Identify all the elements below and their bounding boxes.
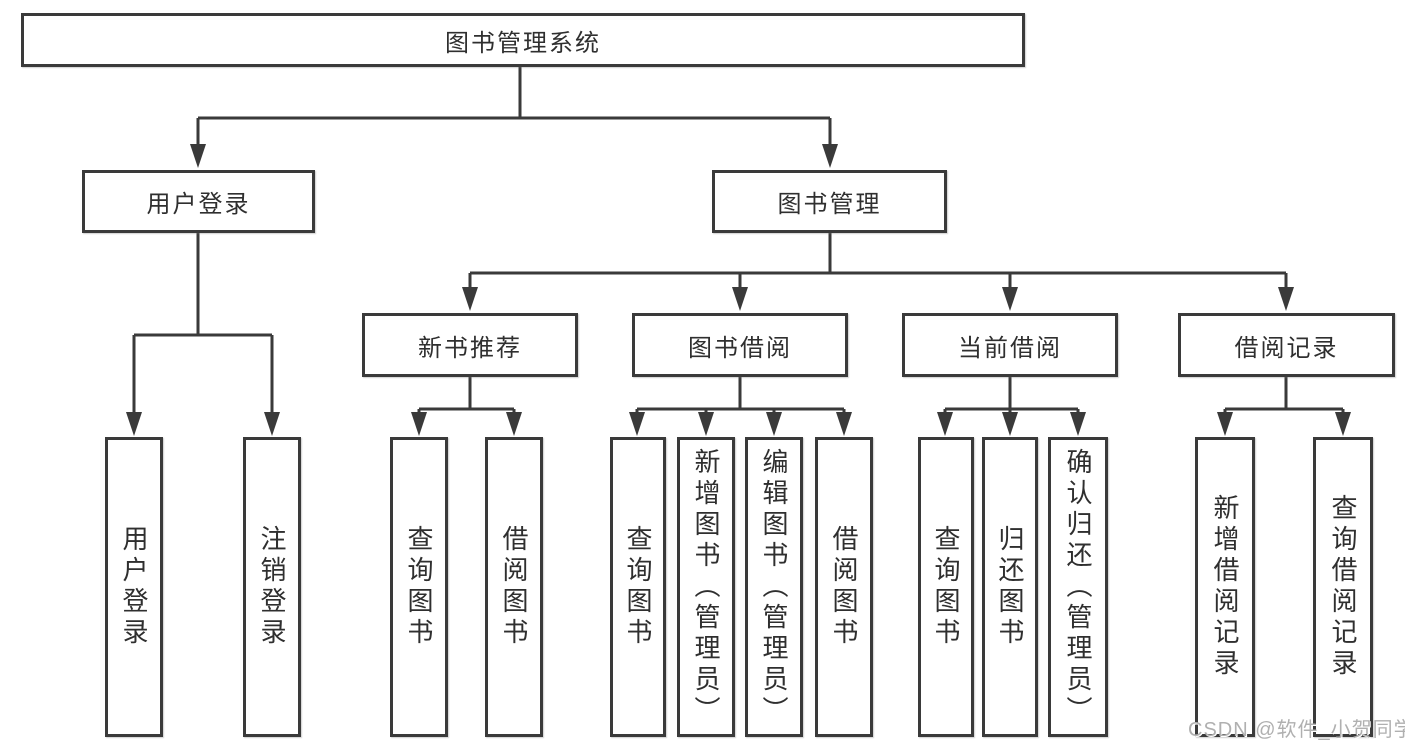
leaf-borrow-books-recommend: 借阅图书: [485, 437, 543, 737]
node-current-borrowing: 当前借阅: [902, 313, 1118, 377]
node-new-book-recommendation: 新书推荐: [362, 313, 578, 377]
csdn-watermark: CSDN @软件_小贺同学: [1188, 719, 1405, 741]
node-library-management-system: 图书管理系统: [21, 13, 1025, 67]
leaf-add-borrow-record: 新增借阅记录: [1195, 437, 1255, 737]
leaf-confirm-return-admin: 确认归还（管理员）: [1048, 437, 1108, 737]
node-user-login: 用户登录: [82, 170, 315, 233]
leaf-query-books-recommend: 查询图书: [390, 437, 448, 737]
leaf-add-book-admin: 新增图书（管理员）: [677, 437, 735, 737]
leaf-return-book: 归还图书: [982, 437, 1038, 737]
node-borrowing-records: 借阅记录: [1178, 313, 1395, 377]
leaf-borrow-books: 借阅图书: [815, 437, 873, 737]
leaf-edit-book-admin: 编辑图书（管理员）: [745, 437, 803, 737]
node-book-management: 图书管理: [712, 170, 947, 233]
leaf-query-books-current: 查询图书: [918, 437, 974, 737]
leaf-user-login: 用户登录: [105, 437, 163, 737]
leaf-query-borrow-record: 查询借阅记录: [1313, 437, 1373, 737]
node-book-borrowing: 图书借阅: [632, 313, 848, 377]
leaf-logout: 注销登录: [243, 437, 301, 737]
leaf-query-books-borrow: 查询图书: [610, 437, 666, 737]
